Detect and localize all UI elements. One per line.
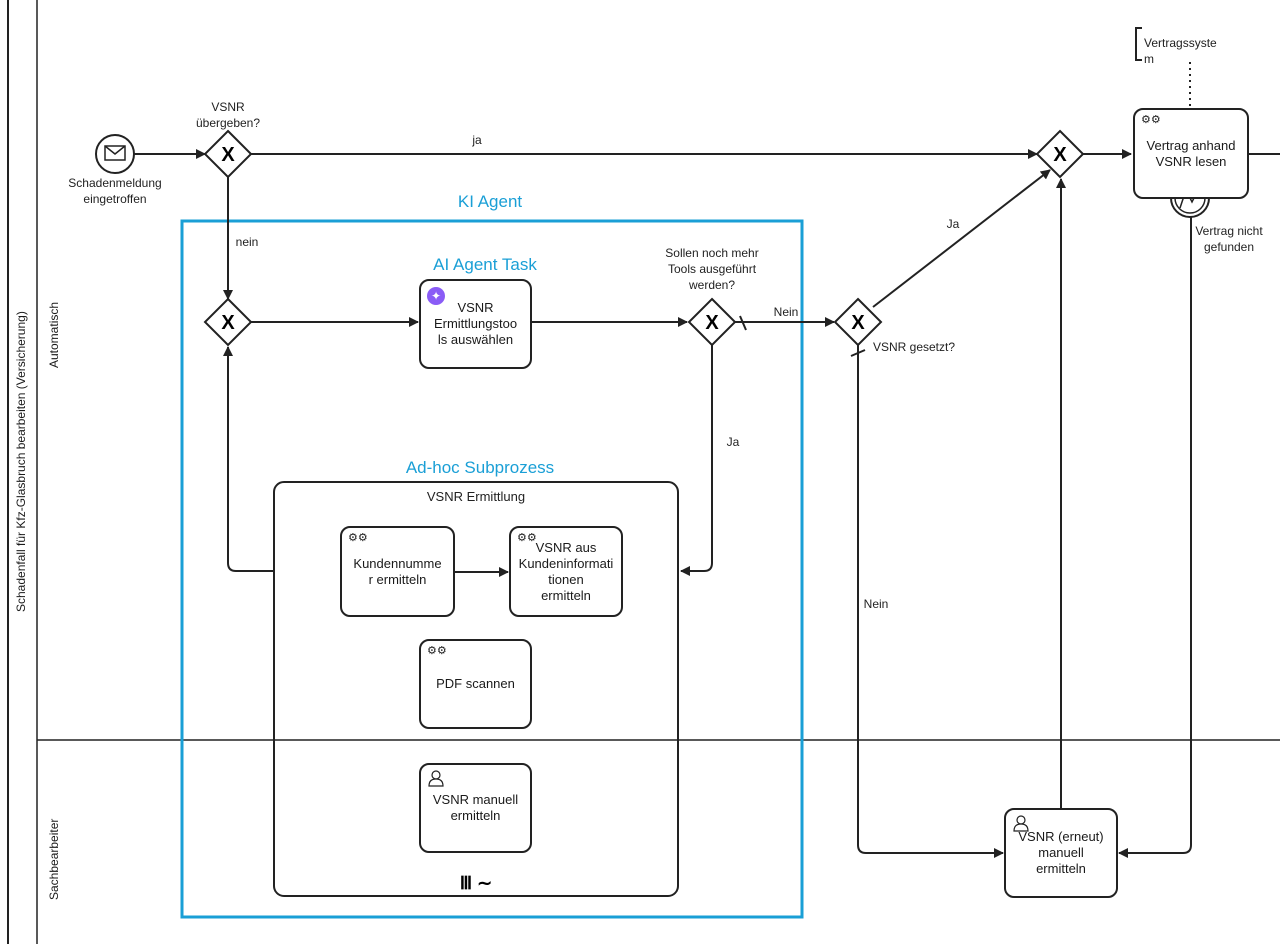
gear-icon: ⚙⚙ <box>348 532 368 544</box>
gear-icon: ⚙⚙ <box>427 645 447 657</box>
flow-label-nein-g3: Nein <box>773 305 799 319</box>
task-kundennummer[interactable]: ⚙⚙ Kundennumme r ermitteln <box>340 526 455 617</box>
adhoc-subprocess-name: VSNR Ermittlung <box>426 489 526 504</box>
svg-text:X: X <box>705 312 719 334</box>
datastore-label: Vertragssyste m <box>1144 36 1217 66</box>
flow-label-ja-g4: Ja <box>946 217 960 231</box>
task-vsnr-aus-kunden-label: VSNR aus Kundeninformati tionen ermittel… <box>518 539 614 603</box>
gateway-vsnr-uebergeben[interactable]: X <box>203 129 253 179</box>
gateway-vsnr-gesetzt[interactable]: X <box>833 297 883 347</box>
ai-agent-task[interactable]: ✦ VSNR Ermittlungstoo ls auswählen <box>419 279 532 369</box>
adhoc-marker: Ⅲ ∼ <box>460 873 493 893</box>
gateway4-question: VSNR gesetzt? <box>872 340 956 354</box>
task-vertrag-lesen[interactable]: ⚙⚙ Vertrag anhand VSNR lesen <box>1133 108 1249 199</box>
gateway1-question: VSNR übergeben? <box>195 100 261 130</box>
flow-label-ja-g3: Ja <box>726 435 740 449</box>
sparkle-icon: ✦ <box>427 287 445 305</box>
task-vsnr-manuell-label: VSNR manuell ermitteln <box>432 792 519 823</box>
task-vsnr-erneut[interactable]: VSNR (erneut) manuell ermitteln <box>1004 808 1118 898</box>
user-icon <box>428 770 444 787</box>
svg-text:X: X <box>851 312 865 334</box>
task-pdf-scannen[interactable]: ⚙⚙ PDF scannen <box>419 639 532 729</box>
gateway-join-right[interactable]: X <box>1035 129 1085 179</box>
flow-label-nein: nein <box>235 235 259 249</box>
user-icon <box>1013 815 1029 832</box>
svg-text:X: X <box>221 144 235 166</box>
task-kundennummer-label: Kundennumme r ermitteln <box>353 555 442 587</box>
gear-icon: ⚙⚙ <box>517 532 537 544</box>
gear-icon: ⚙⚙ <box>1141 114 1161 126</box>
ai-agent-task-title: AI Agent Task <box>433 255 537 274</box>
lane-sachbearbeiter: Sachbearbeiter <box>47 818 61 900</box>
task-pdf-scannen-label: PDF scannen <box>436 676 515 691</box>
lane-automatisch: Automatisch <box>47 301 61 368</box>
flow-label-nein-g4: Nein <box>863 597 889 611</box>
task-vsnr-aus-kunden[interactable]: ⚙⚙ VSNR aus Kundeninformati tionen ermit… <box>509 526 623 617</box>
gateway-more-tools[interactable]: X <box>687 297 737 347</box>
ki-agent-group <box>180 219 804 919</box>
ai-agent-task-label: VSNR Ermittlungstoo ls auswählen <box>433 300 518 347</box>
flow-label-ja: ja <box>472 133 482 147</box>
sequence-flows <box>134 62 1280 858</box>
ki-agent-title: KI Agent <box>457 192 523 211</box>
gateway-merge[interactable]: X <box>203 297 253 347</box>
task-vsnr-erneut-label: VSNR (erneut) manuell ermitteln <box>1018 829 1104 876</box>
task-vsnr-manuell[interactable]: VSNR manuell ermitteln <box>419 763 532 853</box>
not-found-label: Vertrag nicht gefunden <box>1195 224 1263 254</box>
datastore-bracket <box>1135 27 1142 61</box>
adhoc-subprocess-box[interactable] <box>273 481 679 897</box>
svg-text:X: X <box>221 312 235 334</box>
svg-text:X: X <box>1053 144 1067 166</box>
start-event-label: Schadenmeldung eingetroffen <box>68 176 162 206</box>
adhoc-subprocess-title: Ad-hoc Subprozess <box>405 458 555 477</box>
task-vertrag-lesen-label: Vertrag anhand VSNR lesen <box>1146 137 1236 169</box>
pool-title: Schadenfall für Kfz-Glasbruch bearbeiten… <box>14 311 28 612</box>
gateway3-question: Sollen noch mehr Tools ausgeführt werden… <box>665 246 759 292</box>
